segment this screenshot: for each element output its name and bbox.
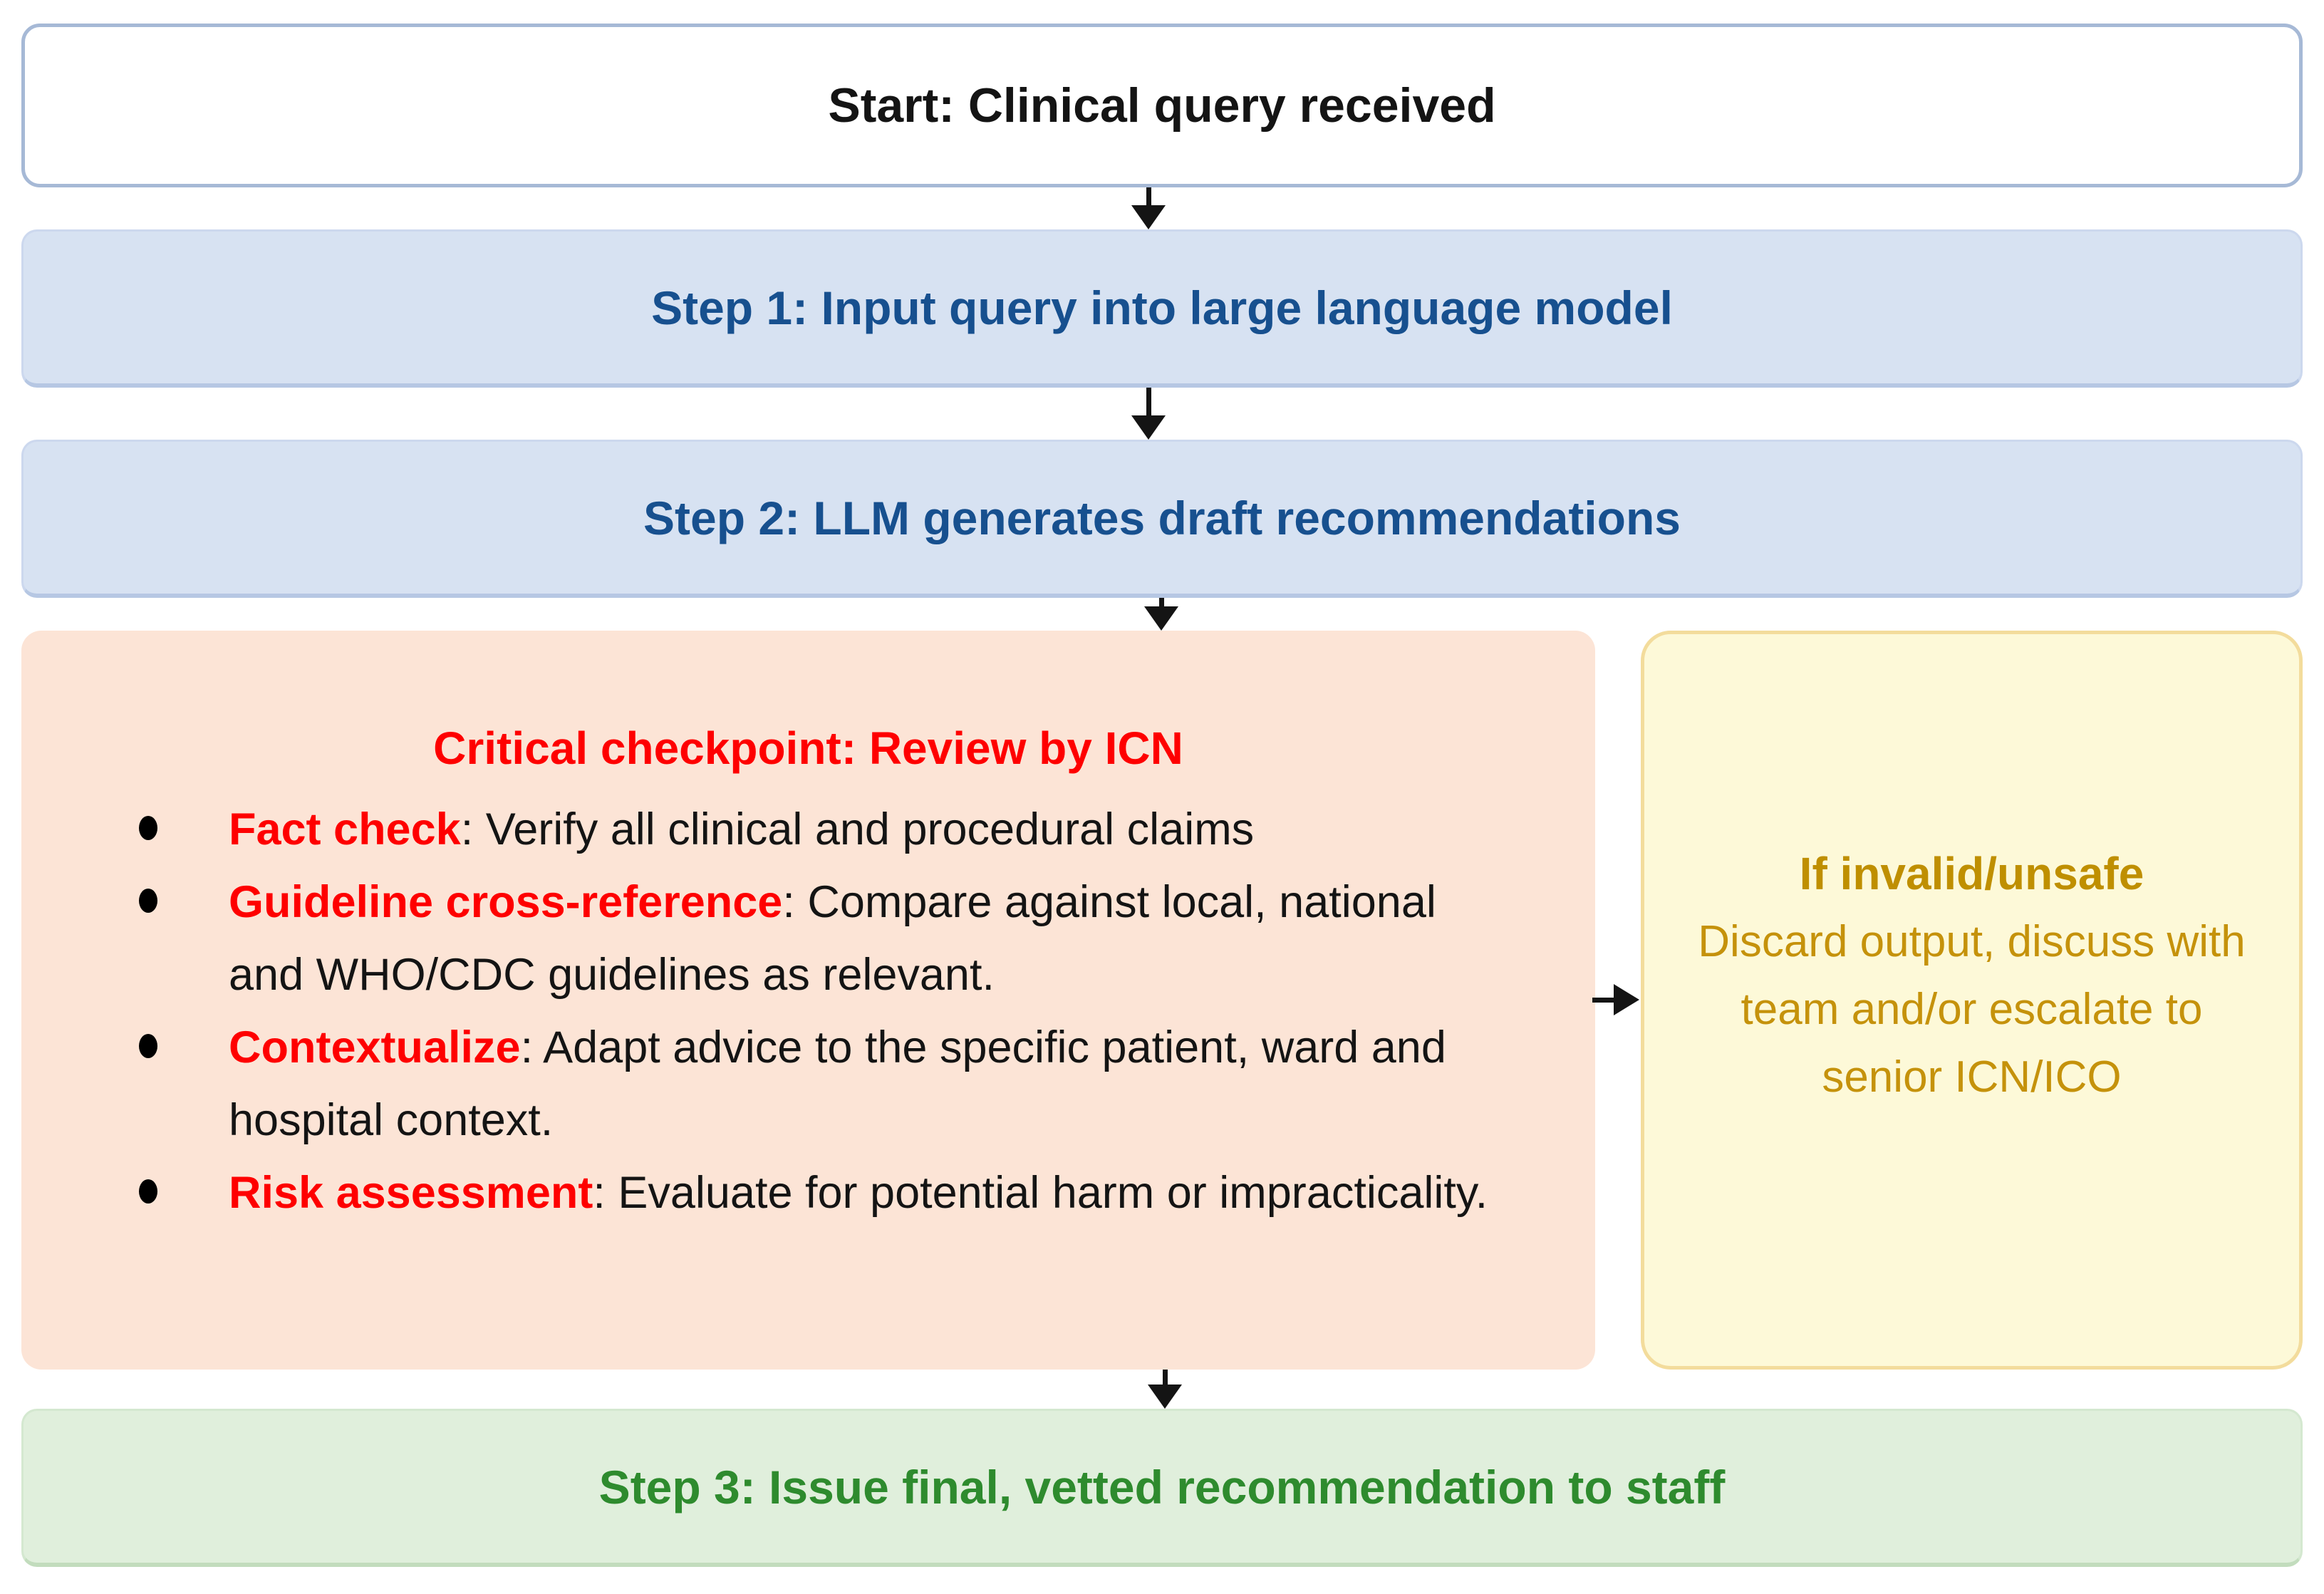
arrow-right-icon [1614,984,1639,1015]
checkpoint-bullet-contextualize: Contextualize: Adapt advice to the speci… [21,1011,1595,1156]
bullet-term: Guideline cross-reference [229,877,783,927]
node-step1: Step 1: Input query into large language … [21,229,2303,388]
bullet-dot-icon [139,889,157,913]
node-start: Start: Clinical query received [21,24,2303,187]
arrow-step1-to-step2 [1131,388,1166,440]
arrow-down-icon [1148,1385,1182,1409]
arrow-checkpoint-to-invalid [1592,984,1639,1015]
checkpoint-bullet-guideline: Guideline cross-reference: Compare again… [21,866,1595,1011]
arrow-start-to-step1 [1131,187,1166,229]
bullet-text: Guideline cross-reference: Compare again… [229,866,1511,1011]
step1-label: Step 1: Input query into large language … [651,281,1673,334]
node-step3: Step 3: Issue final, vetted recommendati… [21,1409,2303,1567]
checkpoint-title: Critical checkpoint: Review by ICN [433,723,1183,774]
checkpoint-bullet-list: Fact check: Verify all clinical and proc… [21,793,1595,1229]
step3-label: Step 3: Issue final, vetted recommendati… [598,1460,1726,1513]
invalid-title: If invalid/unsafe [1799,847,2144,899]
checkpoint-bullet-fact-check: Fact check: Verify all clinical and proc… [21,793,1595,866]
bullet-rest: : Adapt advice to the specific patient, … [229,1023,1446,1145]
bullet-text: Contextualize: Adapt advice to the speci… [229,1011,1511,1156]
arrow-step2-to-checkpoint [1144,598,1178,631]
arrow-stem [1146,187,1151,205]
bullet-term: Fact check [229,804,461,854]
node-if-invalid-unsafe: If invalid/unsafe Discard output, discus… [1641,631,2303,1370]
node-critical-checkpoint: Critical checkpoint: Review by ICN Fact … [21,631,1595,1370]
arrow-stem [1158,598,1164,606]
bullet-text: Fact check: Verify all clinical and proc… [229,793,1511,866]
arrow-checkpoint-to-step3 [1148,1370,1182,1409]
arrow-stem [1162,1370,1168,1385]
checkpoint-bullet-risk-assessment: Risk assessment: Evaluate for potential … [21,1156,1595,1229]
bullet-dot-icon [139,1179,157,1204]
step2-label: Step 2: LLM generates draft recommendati… [643,491,1681,544]
invalid-body: Discard output, discuss with team and/or… [1698,916,2246,1102]
bullet-term: Contextualize [229,1023,521,1072]
bullet-rest: : Compare against local, national and WH… [229,877,1436,1000]
arrow-stem [1146,388,1151,415]
bullet-rest: : Evaluate for potential harm or impract… [593,1168,1488,1218]
bullet-term: Risk assessment [229,1168,593,1218]
bullet-rest: : Verify all clinical and procedural cla… [460,804,1255,854]
arrow-down-icon [1131,415,1166,440]
bullet-dot-icon [139,1034,157,1058]
node-step2: Step 2: LLM generates draft recommendati… [21,440,2303,598]
bullet-text: Risk assessment: Evaluate for potential … [229,1156,1511,1229]
arrow-down-icon [1144,606,1178,631]
bullet-dot-icon [139,816,157,840]
arrow-down-icon [1131,205,1166,229]
start-label: Start: Clinical query received [828,78,1496,133]
arrow-stem [1592,997,1614,1003]
